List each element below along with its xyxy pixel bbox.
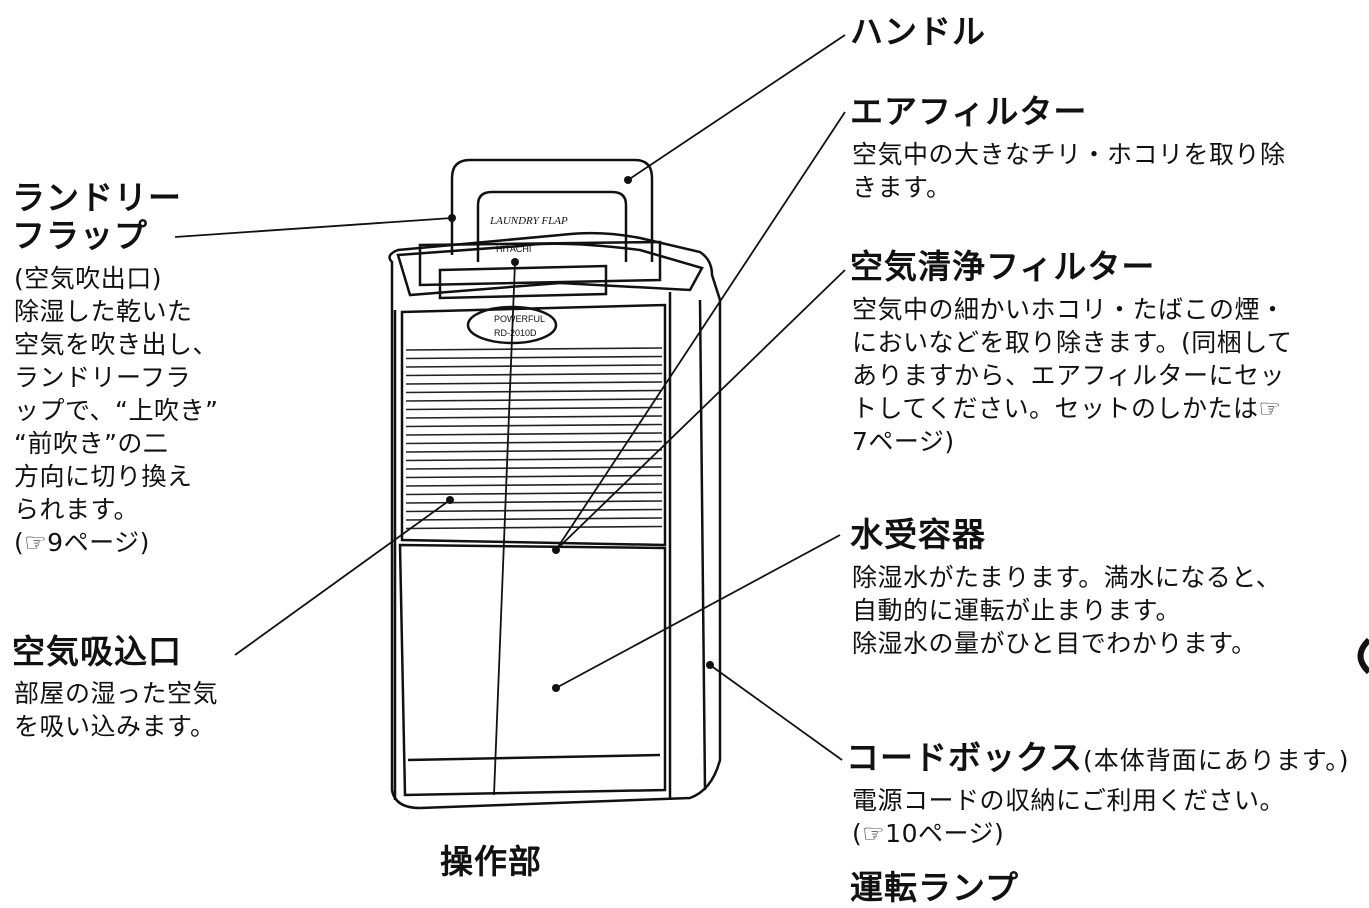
louver-line [406, 527, 662, 529]
cord-box-note: (本体背面にあります。) [1083, 746, 1350, 775]
laundry-flap-title-2: フラップ [12, 216, 148, 256]
brand-text: HITACHI [496, 244, 531, 254]
badge-line2: RD-2010D [494, 328, 537, 338]
laundry-flap-title-1: ランドリー [12, 178, 182, 218]
louver-line [406, 408, 662, 410]
louver-line [406, 493, 662, 495]
laundry-flap-desc: (空気吹出口) 除湿した乾いた 空気を吹き出し、 ランドリーフラ ップで、“上吹… [14, 262, 218, 559]
louver-line [406, 501, 662, 503]
water-tank-title: 水受容器 [850, 515, 986, 555]
air-intake-title: 空気吸込口 [12, 632, 182, 672]
handle-title: ハンドル [850, 12, 986, 52]
leader-air-intake [235, 500, 450, 655]
louver-line [406, 433, 662, 435]
leader-cord-box [710, 665, 842, 760]
louver-line [406, 450, 662, 452]
louver-line [406, 374, 662, 376]
air-intake-desc: 部屋の湿った空気 を吸い込みます。 [14, 677, 218, 743]
louver-line [406, 391, 662, 393]
water-tank-desc: 除湿水がたまります。満水になると、 自動的に運転が止まります。 除湿水の量がひと… [852, 561, 1281, 660]
air-filter-desc: 空気中の大きなチリ・ホコリを取り除 きます。 [852, 138, 1286, 204]
air-filter-title: エアフィルター [850, 92, 1087, 132]
cord-box-desc: 電源コードの収納にご利用ください。 (☞10ページ) [852, 784, 1285, 850]
louver-line [406, 476, 662, 478]
leader-handle [628, 35, 845, 180]
louver-line [406, 459, 662, 461]
louver-line [406, 442, 662, 444]
louver-line [406, 399, 662, 401]
louver-line [406, 382, 662, 384]
page-edge-marker [1361, 640, 1369, 672]
louver-line [406, 357, 662, 359]
flap-text: LAUNDRY FLAP [489, 215, 568, 227]
cord-box-title-text: コードボックス [846, 738, 1083, 777]
leader-water-tank [556, 535, 840, 688]
control-title: 操作部 [440, 842, 542, 882]
louver-line [406, 348, 662, 350]
leader-air-filter [556, 112, 845, 550]
clean-filter-title: 空気清浄フィルター [850, 247, 1155, 287]
clean-filter-desc: 空気中の細かいホコリ・たばこの煙・ においなどを取り除きます。(同梱して ありま… [852, 293, 1293, 458]
louver-line [406, 425, 662, 427]
louver-line [406, 467, 662, 469]
louver-line [406, 518, 662, 520]
badge-line1: POWERFUL [494, 314, 545, 324]
leader-laundry-flap [175, 218, 452, 237]
operation-title: 運転ランプ [850, 868, 1019, 908]
louver-line [406, 416, 662, 418]
cord-box-title: コードボックス(本体背面にあります。) [846, 738, 1350, 781]
louver-line [406, 510, 662, 512]
louver-line [406, 365, 662, 367]
